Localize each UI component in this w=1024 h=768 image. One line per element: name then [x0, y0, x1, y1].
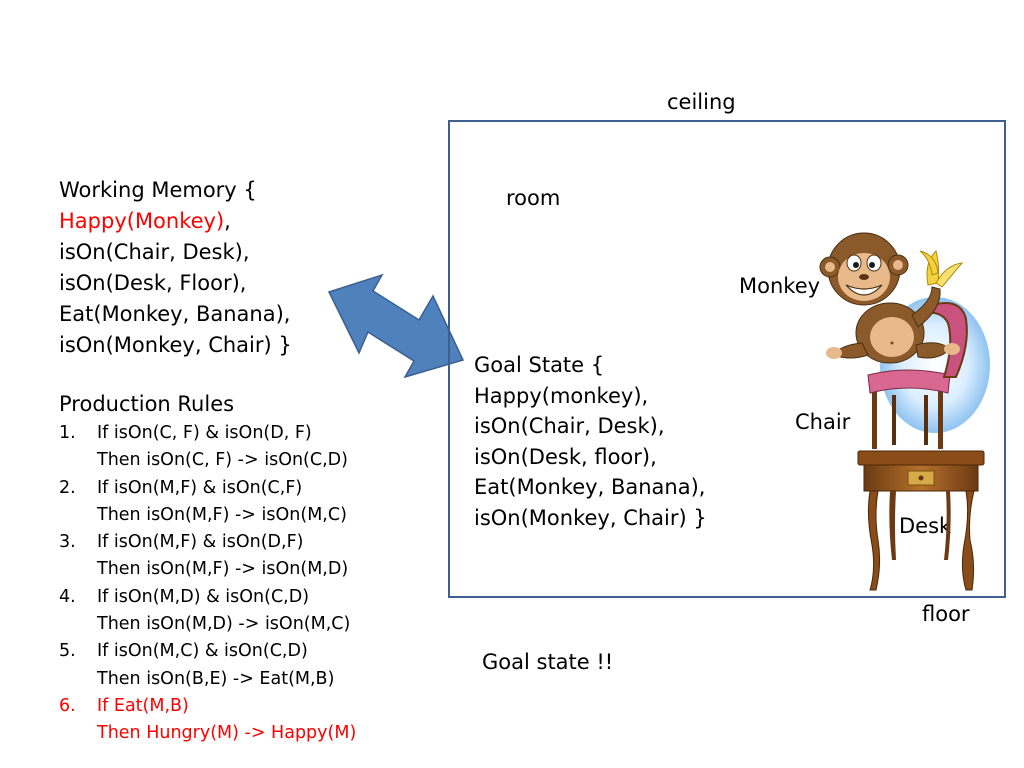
- desk-label: Desk: [899, 514, 952, 538]
- working-memory-fact-suffix: ,: [224, 209, 231, 233]
- working-memory-fact: isOn(Monkey, Chair) }: [59, 333, 292, 357]
- monkey-label: Monkey: [739, 274, 821, 298]
- rule-number: 2.: [59, 477, 76, 498]
- working-memory: Working Memory { Happy(Monkey), isOn(Cha…: [59, 175, 292, 361]
- rule-action: Then Hungry(M) -> Happy(M): [97, 723, 357, 744]
- rule-condition: If Eat(M,B): [97, 695, 189, 716]
- room-label: room: [506, 186, 561, 210]
- rule-number: 4.: [59, 586, 76, 607]
- room-box: [448, 120, 1006, 598]
- chair-label: Chair: [795, 410, 851, 434]
- monkey-illustration: [819, 232, 964, 364]
- goal-state-fact: isOn(Desk, floor),: [474, 444, 657, 469]
- rule-action: Then isOn(M,D) -> isOn(M,C): [97, 614, 351, 635]
- floor-label: floor: [922, 602, 970, 626]
- working-memory-fact: Happy(Monkey),: [59, 206, 292, 237]
- working-memory-fact: Eat(Monkey, Banana),: [59, 302, 291, 326]
- working-memory-fact-highlight: Happy(Monkey): [59, 209, 225, 233]
- rule-action: Then isOn(M,F) -> isOn(M,C): [97, 504, 347, 525]
- production-rules-title: Production Rules: [59, 392, 235, 416]
- goal-state: Goal State { Happy(monkey), isOn(Chair, …: [474, 350, 707, 533]
- goal-state-fact: isOn(Monkey, Chair) }: [474, 505, 707, 530]
- rule-number: 3.: [59, 532, 76, 553]
- goal-state-fact: Happy(monkey),: [474, 383, 649, 408]
- rule-condition: If isOn(M,C) & isOn(C,D): [97, 641, 308, 662]
- working-memory-fact: isOn(Chair, Desk),: [59, 240, 250, 264]
- goal-state-fact: isOn(Chair, Desk),: [474, 414, 665, 438]
- ceiling-label: ceiling: [667, 90, 736, 114]
- rule-condition: If isOn(M,F) & isOn(C,F): [97, 477, 303, 498]
- rule-condition: If isOn(M,D) & isOn(C,D): [97, 586, 310, 607]
- rule-action: Then isOn(C, F) -> isOn(C,D): [97, 450, 348, 471]
- rule-number: 1.: [59, 423, 76, 443]
- rule-number: 5.: [59, 641, 76, 662]
- rule-action: Then isOn(B,E) -> Eat(M,B): [97, 668, 335, 689]
- goal-state-note: Goal state !!: [482, 650, 614, 674]
- working-memory-header: Working Memory {: [59, 178, 257, 202]
- working-memory-fact: isOn(Desk, Floor),: [59, 271, 247, 295]
- rule-number: 6.: [59, 695, 76, 716]
- desk-illustration: [857, 450, 985, 591]
- rule-condition: If isOn(C, F) & isOn(D, F): [97, 423, 312, 443]
- rule-condition: If isOn(M,F) & isOn(D,F): [97, 532, 304, 553]
- goal-state-header: Goal State {: [474, 353, 605, 377]
- rule-action: Then isOn(M,F) -> isOn(M,D): [97, 559, 349, 580]
- scene-illustration: [819, 232, 990, 591]
- goal-state-fact: Eat(Monkey, Banana),: [474, 475, 706, 499]
